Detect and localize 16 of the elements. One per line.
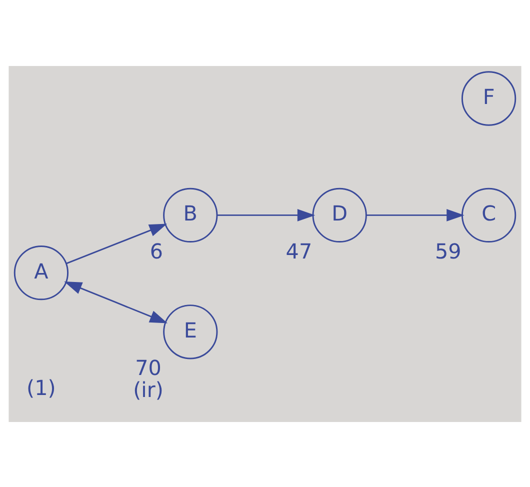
arrow [217,208,316,221]
node-circle: D [312,187,367,242]
node-circle: B [163,187,218,242]
node-circle: A [14,244,69,300]
arrow [366,208,464,221]
arrow [66,223,168,264]
node-label: 6 [150,238,164,263]
node-circle: E [163,304,218,359]
arrow [64,280,168,323]
node-label: 47 [286,238,312,263]
node-circle: C [461,187,516,242]
node-label: (ir) [133,378,164,402]
node-circle: F [461,70,516,126]
node-label: 59 [435,238,462,263]
node-label: 70 [135,356,162,380]
label: (1) [26,375,56,400]
